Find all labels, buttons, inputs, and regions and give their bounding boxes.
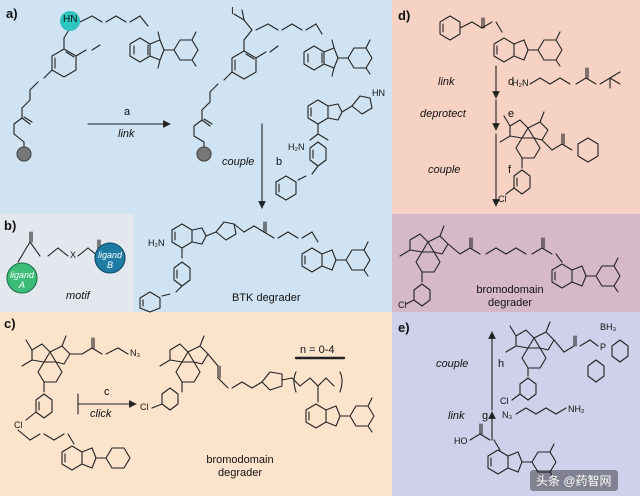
couple-b-letter: b [276, 156, 283, 168]
ligand-b-label: ligand B [98, 250, 123, 270]
bromodomain-degrader-d-label: bromodomain degrader [476, 284, 544, 309]
e-cl-label: Cl [500, 396, 509, 406]
step-c-letter: c [104, 386, 110, 398]
motif-label: motif [66, 290, 90, 302]
step-a-word: link [118, 128, 135, 140]
d-cl-label-2: Cl [398, 300, 407, 310]
resin-bound-benzyl-linker [13, 15, 199, 149]
iodoacetamide-intermediate [193, 9, 373, 149]
e-ho-label: HO [454, 436, 468, 446]
btk-ligand-amine [275, 95, 373, 201]
panel-c [0, 312, 392, 496]
pomalidomide-acid [469, 423, 557, 479]
jq1-phosphine-thioester [505, 321, 629, 401]
panel-label-a: a) [6, 6, 18, 21]
e-p-label: P [600, 342, 607, 352]
piperidine-hn-label: HN [372, 88, 385, 98]
e-couple-letter: h [498, 358, 505, 370]
couple-b-word: couple [222, 156, 255, 168]
d-couple-letter: f [508, 164, 512, 176]
pfp-ester-pomalidomide [439, 15, 563, 67]
bromodomain-alkyne-azide-reactants [17, 335, 131, 471]
nh-highlight-circle [60, 11, 80, 31]
resin-bead-icon [16, 146, 32, 162]
e-link-letter: g [482, 410, 489, 422]
cl-label-c2: Cl [140, 402, 149, 412]
boc-diamine [529, 67, 621, 89]
e-nh2-label: NH₂ [568, 404, 585, 414]
n-range-label: n = 0-4 [300, 344, 335, 356]
e-link-word: link [448, 410, 465, 422]
d-link-word: link [438, 76, 455, 88]
panel-label-c: c) [4, 316, 16, 331]
d-link-letter: d [508, 76, 515, 88]
btk-degrader-label: BTK degrader [232, 292, 301, 304]
ligand-b-icon [94, 242, 126, 274]
jq1-pfp-ester [499, 111, 599, 195]
panel-label-e: e) [398, 320, 410, 335]
panel-d [392, 0, 640, 214]
panel-label-b: b) [4, 218, 17, 233]
d-couple-word: couple [428, 164, 461, 176]
motif-structure [17, 231, 101, 263]
e-n3-label: N₃ [502, 410, 513, 420]
bromodomain-degrader-triazole [151, 335, 375, 433]
n3-label-c: N₃ [130, 348, 141, 358]
btk-degrader-structure [139, 221, 371, 313]
iodo-label: I [231, 6, 234, 17]
nh-label: HN [63, 14, 78, 25]
bromodomain-degrader-c-label: bromodomain degrader [206, 454, 274, 479]
e-couple-word: couple [436, 358, 469, 370]
d-h2n-label: H₂N [512, 78, 529, 88]
resin-bead-icon [196, 146, 212, 162]
motif-x-label: X [70, 250, 77, 260]
d-cl-label-1: Cl [498, 194, 507, 204]
e-bh3-label: BH₃ [600, 322, 617, 332]
step-a-letter: a [124, 106, 131, 118]
ligand-a-label: ligand A [10, 270, 35, 290]
nh2-label-reagent: H₂N [288, 142, 305, 152]
watermark: 头条 @药智网 [530, 470, 618, 491]
step-c-word: click [90, 408, 112, 420]
panel-d-product [392, 214, 640, 312]
d-deprotect-word: deprotect [420, 108, 466, 120]
panel-label-d: d) [398, 8, 411, 23]
panel-a-lower [134, 214, 392, 312]
nh2-label-btk: H₂N [148, 238, 165, 248]
d-deprotect-letter: e [508, 108, 515, 120]
azido-amine [515, 407, 567, 415]
bromodomain-degrader-d-structure [399, 225, 621, 307]
cl-label-c1: Cl [14, 420, 23, 430]
ligand-a-icon [6, 262, 38, 294]
